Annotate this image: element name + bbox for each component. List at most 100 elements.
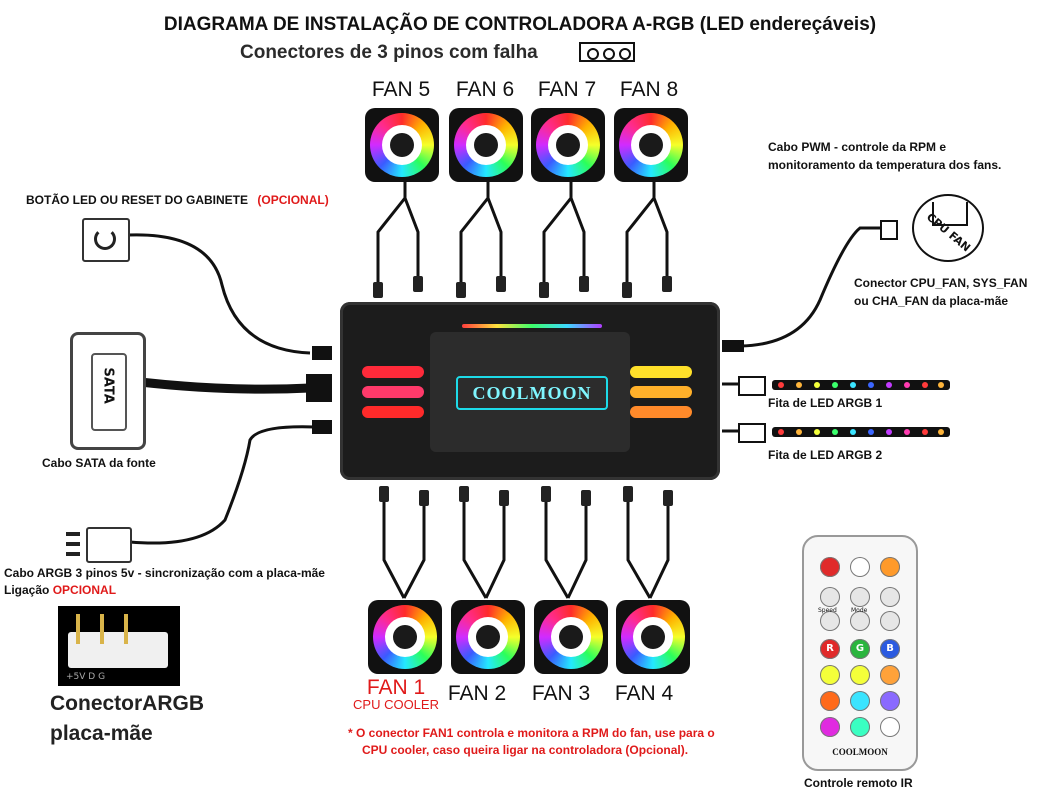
led-strip-2-plug — [738, 423, 766, 443]
fan-8-label: FAN 8 — [619, 78, 679, 101]
argb-plug-pins — [66, 530, 82, 558]
remote-speed-down-button — [820, 611, 840, 631]
fan-plug — [622, 282, 632, 298]
hub-light-bar — [630, 406, 692, 418]
led-button-port — [312, 346, 332, 360]
argb-plug-body — [86, 527, 132, 563]
motherboard-fan-connector-label-2: ou CHA_FAN da placa-mãe — [854, 294, 1009, 308]
argb-in-port — [312, 420, 332, 434]
led-strip-1-plug — [738, 376, 766, 396]
led-strip-1-label: Fita de LED ARGB 1 — [768, 396, 883, 410]
fan-7-label: FAN 7 — [537, 78, 597, 101]
page-title: DIAGRAMA DE INSTALAÇÃO DE CONTROLADORA A… — [163, 14, 877, 35]
motherboard-fan-connector-label-1: Conector CPU_FAN, SYS_FAN — [854, 276, 1028, 290]
fan-plug — [379, 486, 389, 502]
remote-brightness-down-button — [880, 611, 900, 631]
motherboard-argb-header-photo: +5V D G — [58, 606, 180, 686]
pwm-cable-label-1: Cabo PWM - controle da RPM e — [768, 140, 947, 154]
fan-7-image — [531, 108, 605, 182]
fan-2-image — [451, 600, 525, 674]
fan-plug — [373, 282, 383, 298]
fan-5-image — [365, 108, 439, 182]
led-strip-1 — [772, 380, 950, 390]
fan-plug — [496, 276, 506, 292]
fan-1-label: FAN 1 — [366, 676, 426, 699]
fan-plug — [579, 276, 589, 292]
remote-brightness-up-button — [880, 587, 900, 607]
remote-reset-button — [880, 557, 900, 577]
fan1-note-line2: CPU cooler, caso queira ligar na control… — [362, 743, 689, 757]
fan-plug — [419, 490, 429, 506]
argb-header-title-1: ConectorARGB — [50, 692, 205, 715]
fan-6-label: FAN 6 — [455, 78, 515, 101]
fan-plug — [413, 276, 423, 292]
remote-color-button — [850, 665, 870, 685]
remote-brand: COOLMOON — [832, 747, 888, 757]
remote-color-button — [880, 691, 900, 711]
ir-remote-control: Speed Mode R G B COOLMOON — [802, 535, 918, 771]
remote-color-button — [880, 665, 900, 685]
remote-blue-button: B — [880, 639, 900, 659]
sata-text: SATA — [100, 367, 116, 404]
remote-color-button — [820, 691, 840, 711]
fan-5-label: FAN 5 — [371, 78, 431, 101]
fan-3-image — [534, 600, 608, 674]
fan-4-image — [616, 600, 690, 674]
remote-mode-down-button — [850, 611, 870, 631]
remote-play-button — [850, 557, 870, 577]
fan-1-image — [368, 600, 442, 674]
remote-speed-up-button — [820, 587, 840, 607]
remote-color-button — [850, 691, 870, 711]
hub-top-light-bar — [462, 324, 602, 328]
fan-plug — [541, 486, 551, 502]
sata-connector-image: SATA — [70, 332, 146, 450]
pwm-plug — [880, 220, 898, 240]
remote-color-button — [820, 665, 840, 685]
pwm-cable-label-2: monitoramento da temperatura dos fans. — [768, 158, 1002, 172]
remote-color-button — [880, 717, 900, 737]
remote-mode-up-button — [850, 587, 870, 607]
fan-1-sublabel: CPU COOLER — [353, 697, 439, 712]
argb-cable-label: Cabo ARGB 3 pinos 5v - sincronização com… — [4, 566, 325, 580]
remote-label: Controle remoto IR — [804, 776, 913, 790]
sata-cable-label: Cabo SATA da fonte — [42, 456, 156, 470]
pwm-port — [722, 340, 744, 352]
argb-header-title-2: placa-mãe — [50, 722, 153, 745]
fan-plug — [459, 486, 469, 502]
cpu-fan-header-icon: CPU FAN — [912, 194, 984, 262]
hub-light-bar — [630, 366, 692, 378]
fan-2-label: FAN 2 — [447, 682, 507, 705]
sata-port — [306, 374, 332, 402]
fan-plug — [456, 282, 466, 298]
refresh-icon — [94, 228, 116, 250]
fan-3-label: FAN 3 — [531, 682, 591, 705]
fan-6-image — [449, 108, 523, 182]
remote-color-button — [850, 717, 870, 737]
fan-8-image — [614, 108, 688, 182]
remote-green-button: G — [850, 639, 870, 659]
remote-power-button — [820, 557, 840, 577]
hub-center-panel — [430, 332, 630, 452]
fan-plug — [623, 486, 633, 502]
fan-plug — [663, 490, 673, 506]
fan-plug — [662, 276, 672, 292]
page-subtitle: Conectores de 3 pinos com falha — [240, 42, 538, 63]
hub-light-bar — [362, 386, 424, 398]
hub-light-bar — [630, 386, 692, 398]
remote-red-button: R — [820, 639, 840, 659]
hub-light-bar — [362, 366, 424, 378]
fan-plug — [499, 490, 509, 506]
led-button-label: BOTÃO LED OU RESET DO GABINETE (OPCIONAL… — [26, 193, 329, 207]
led-reset-button — [82, 218, 130, 262]
fan-plug — [581, 490, 591, 506]
remote-color-button — [820, 717, 840, 737]
hub-light-bar — [362, 406, 424, 418]
fan1-note-line1: * O conector FAN1 controla e monitora a … — [348, 726, 715, 740]
led-strip-2 — [772, 427, 950, 437]
fan-plug — [539, 282, 549, 298]
fan-4-label: FAN 4 — [614, 682, 674, 705]
argb-optional-label: Ligação OPCIONAL — [4, 583, 117, 597]
led-strip-2-label: Fita de LED ARGB 2 — [768, 448, 883, 462]
three-pin-connector-icon — [579, 42, 635, 62]
